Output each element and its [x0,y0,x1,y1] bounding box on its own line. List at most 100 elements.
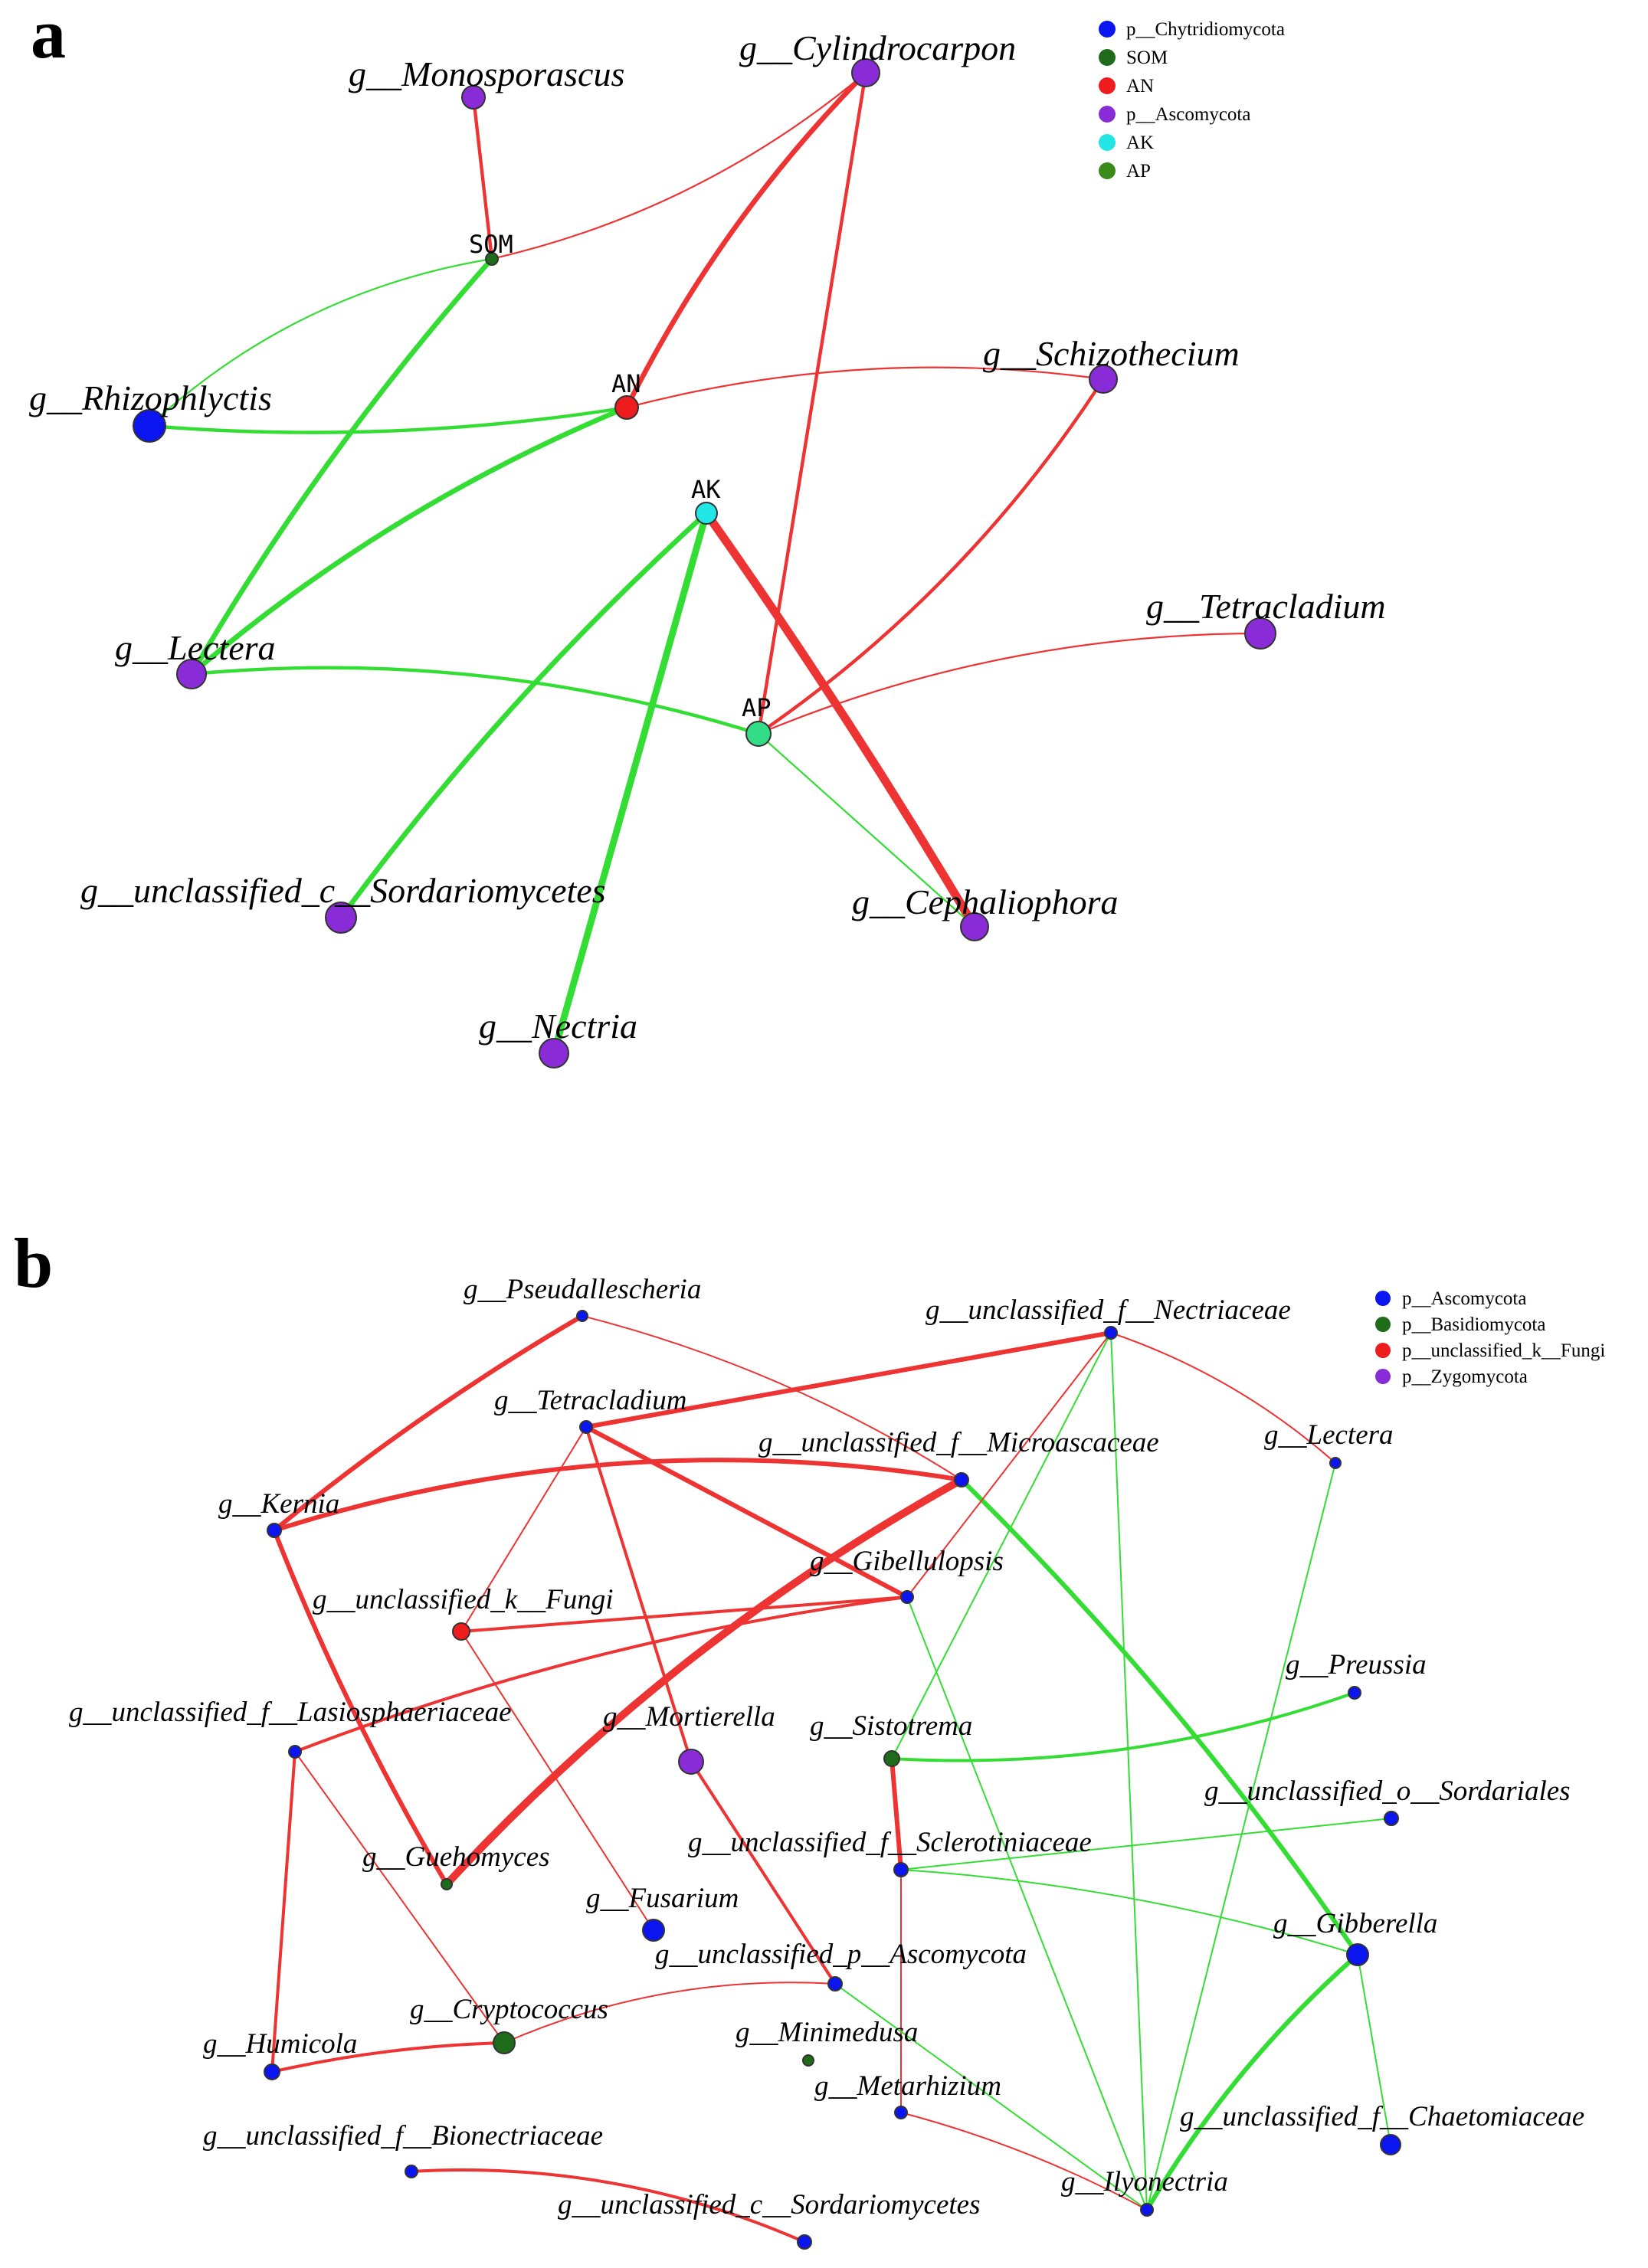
label-sistotrema: g__Sistotrema [810,1710,972,1742]
network-panel-a: g__Monosporascusg__CylindrocarponSOMg__R… [29,19,1386,1069]
legend-label-a-3: p__Ascomycota [1126,104,1250,125]
edge-gibellulopsis-ilyonectria [906,1596,1148,2211]
edge-sistotrema-preussia [891,1691,1355,1762]
edges-a [149,70,1261,1055]
edges-b [270,1314,1392,2243]
legend-b: p__Ascomycota p__Basidiomycota p__unclassi… [1375,1288,1605,1387]
edge-tetracladium-gibellulopsis [585,1425,909,1599]
node-cryptococcus [493,2031,516,2054]
legend-swatch-b-1 [1375,1317,1391,1332]
edge-gibberella-ilyonectria [1145,1952,1359,2211]
edge-AN-rhizophlyctis [149,405,627,434]
node-sistotrema [883,1750,900,1767]
node-fusarium [642,1919,665,1942]
network-panel-b: g__Pseudallescheriag__unclassified_f__Ne… [69,1274,1605,2250]
node-unc_sordariomycetes [797,2234,812,2250]
node-nectria [539,1038,569,1069]
label-unc_sordario: g__unclassified_c__Sordariomycetes [80,871,606,910]
node-lectera [1329,1457,1342,1469]
label-SOM: SOM [469,230,513,259]
label-unc_bionectriaceae: g__unclassified_f__Bionectriaceae [203,2120,603,2152]
label-cryptococcus: g__Cryptococcus [410,1994,608,2025]
edge-AP-schizothecium [757,378,1105,735]
label-tetracladium: g__Tetracladium [494,1385,686,1416]
legend-swatch-a-3 [1099,106,1116,123]
nodes-b [264,1310,1401,2250]
labels-b: g__Pseudallescheriag__unclassified_f__Ne… [69,1274,1584,2221]
node-lectera [176,659,207,689]
legend-label-b-0: p__Ascomycota [1402,1288,1526,1309]
node-minimedusa [802,2054,814,2067]
label-preussia: g__Preussia [1286,1649,1427,1681]
node-cephaliophora [960,912,989,941]
node-unc_sordario [325,902,357,934]
panel-b-letter: b [14,1224,53,1302]
node-preussia [1348,1686,1361,1700]
legend-label-b-1: p__Basidiomycota [1402,1314,1545,1335]
node-guehomyces [441,1878,453,1890]
edge-lectera-ilyonectria [1146,1462,1336,2211]
edge-pseudallescheria-kernia [273,1314,584,1533]
label-cylindrocarpon: g__Cylindrocarpon [739,28,1016,67]
edge-AP-tetracladium [758,632,1261,735]
label-schizothecium: g__Schizothecium [983,334,1240,373]
node-gibellulopsis [900,1590,914,1604]
edge-AK-unc_sordario [339,511,709,919]
node-unc_microascaceae [954,1472,969,1487]
label-gibellulopsis: g__Gibellulopsis [810,1546,1004,1577]
legend-label-a-1: SOM [1126,47,1168,68]
nodes-a [133,58,1276,1069]
edge-kernia-unc_microascaceae [274,1458,962,1533]
edge-unc_nectriaceae-gibellulopsis [906,1332,1112,1598]
labels-a: g__Monosporascusg__CylindrocarponSOMg__R… [29,28,1386,1046]
node-gibberella [1346,1943,1369,1966]
edge-unc_fungi-fusarium [460,1631,654,1931]
legend-label-b-2: p__unclassified_k__Fungi [1402,1340,1605,1361]
edge-gibellulopsis-unc_lasiosphaeriaceae [294,1595,908,1753]
edge-unc_ascomycota-ilyonectria [834,1983,1148,2211]
edge-unc_microascaceae-gibberella [959,1478,1360,1956]
legend-swatch-a-1 [1099,49,1116,66]
legend-label-a-4: AK [1126,133,1154,153]
node-mortierella [678,1749,704,1775]
edge-AN-lectera [189,404,628,676]
legend-label-a-5: AP [1126,161,1151,182]
label-unc_sclerotiniaceae: g__unclassified_f__Sclerotiniaceae [688,1827,1092,1858]
label-guehomyces: g__Guehomyces [362,1841,550,1873]
label-AK: AK [691,475,721,504]
label-rhizophlyctis: g__Rhizophlyctis [29,378,272,417]
node-tetracladium [1244,617,1276,650]
edge-sistotrema-unc_sclerotiniaceae [890,1758,903,1870]
edge-AP-cylindrocarpon [756,72,868,735]
node-unc_sclerotiniaceae [893,1862,909,1877]
panel-a-letter: a [31,0,66,73]
edge-unc_nectriaceae-lectera [1110,1332,1336,1464]
node-unc_chaetomiaceae [1380,2134,1401,2155]
node-cylindrocarpon [851,58,880,87]
node-pseudallescheria [576,1310,588,1322]
node-unc_lasiosphaeriaceae [288,1745,302,1759]
edge-tetracladium-unc_nectriaceae [585,1330,1112,1429]
label-ilyonectria: g__Ilyonectria [1061,2166,1228,2198]
node-tetracladium [579,1420,593,1434]
edge-unc_bionectriaceae-unc_sordariomycetes [411,2168,805,2243]
edge-unc_nectriaceae-ilyonectria [1110,1332,1148,2211]
edge-SOM-lectera [189,257,494,676]
legend-label-a-0: p__Chytridiomycota [1126,19,1285,40]
label-mortierella: g__Mortierella [603,1701,775,1733]
edge-metarhizium-ilyonectria [900,2112,1148,2211]
label-cephaliophora: g__Cephaliophora [852,882,1119,921]
label-unc_chaetomiaceae: g__unclassified_f__Chaetomiaceae [1180,2101,1584,2132]
label-AP: AP [742,693,772,722]
node-schizothecium [1089,365,1118,394]
label-nectria: g__Nectria [479,1006,637,1046]
edge-tetracladium-mortierella [585,1426,693,1762]
label-unc_ascomycota: g__unclassified_p__Ascomycota [655,1939,1027,1970]
edge-AK-nectria [550,512,710,1055]
label-humicola: g__Humicola [203,2028,357,2060]
edge-AP-cephaliophora [758,733,975,928]
edge-AK-cephaliophora [703,510,978,929]
edge-gibberella-unc_chaetomiaceae [1357,1954,1391,2145]
node-kernia [267,1523,282,1538]
edge-cryptococcus-unc_ascomycota [503,1982,836,2044]
